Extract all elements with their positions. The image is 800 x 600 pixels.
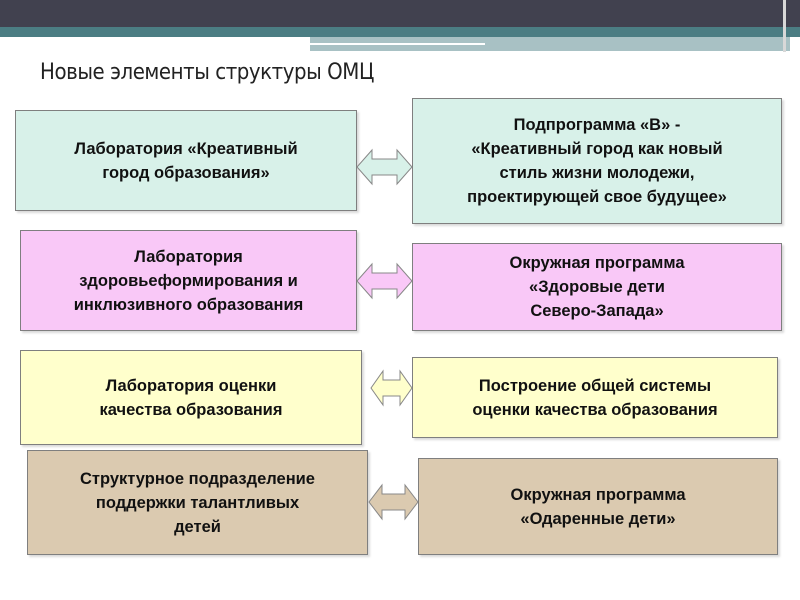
box-creative-lab: Лаборатория «Креативный город образовани…	[15, 110, 357, 211]
box-healthy-children: Окружная программа «Здоровые дети Северо…	[412, 243, 782, 331]
double-arrow-icon	[368, 483, 419, 521]
box-talent-unit: Структурное подразделение поддержки тала…	[27, 450, 368, 555]
box-subprogram-b: Подпрограмма «В» - «Креативный город как…	[412, 98, 782, 224]
header-strip-line	[310, 43, 485, 45]
box-quality-system: Построение общей системы оценки качества…	[412, 357, 778, 438]
double-arrow-icon	[370, 369, 413, 407]
box-gifted-children: Окружная программа «Одаренные дети»	[418, 458, 778, 555]
slide-title: Новые элементы структуры ОМЦ	[40, 60, 374, 85]
double-arrow-icon	[356, 262, 413, 300]
box-health-lab: Лаборатория здоровьеформирования и инклю…	[20, 230, 357, 331]
box-quality-lab: Лаборатория оценки качества образования	[20, 350, 362, 445]
header-divider	[783, 0, 786, 52]
header-strip	[310, 37, 790, 51]
header-accent	[0, 27, 800, 37]
header-bar	[0, 0, 800, 27]
double-arrow-icon	[356, 148, 413, 186]
